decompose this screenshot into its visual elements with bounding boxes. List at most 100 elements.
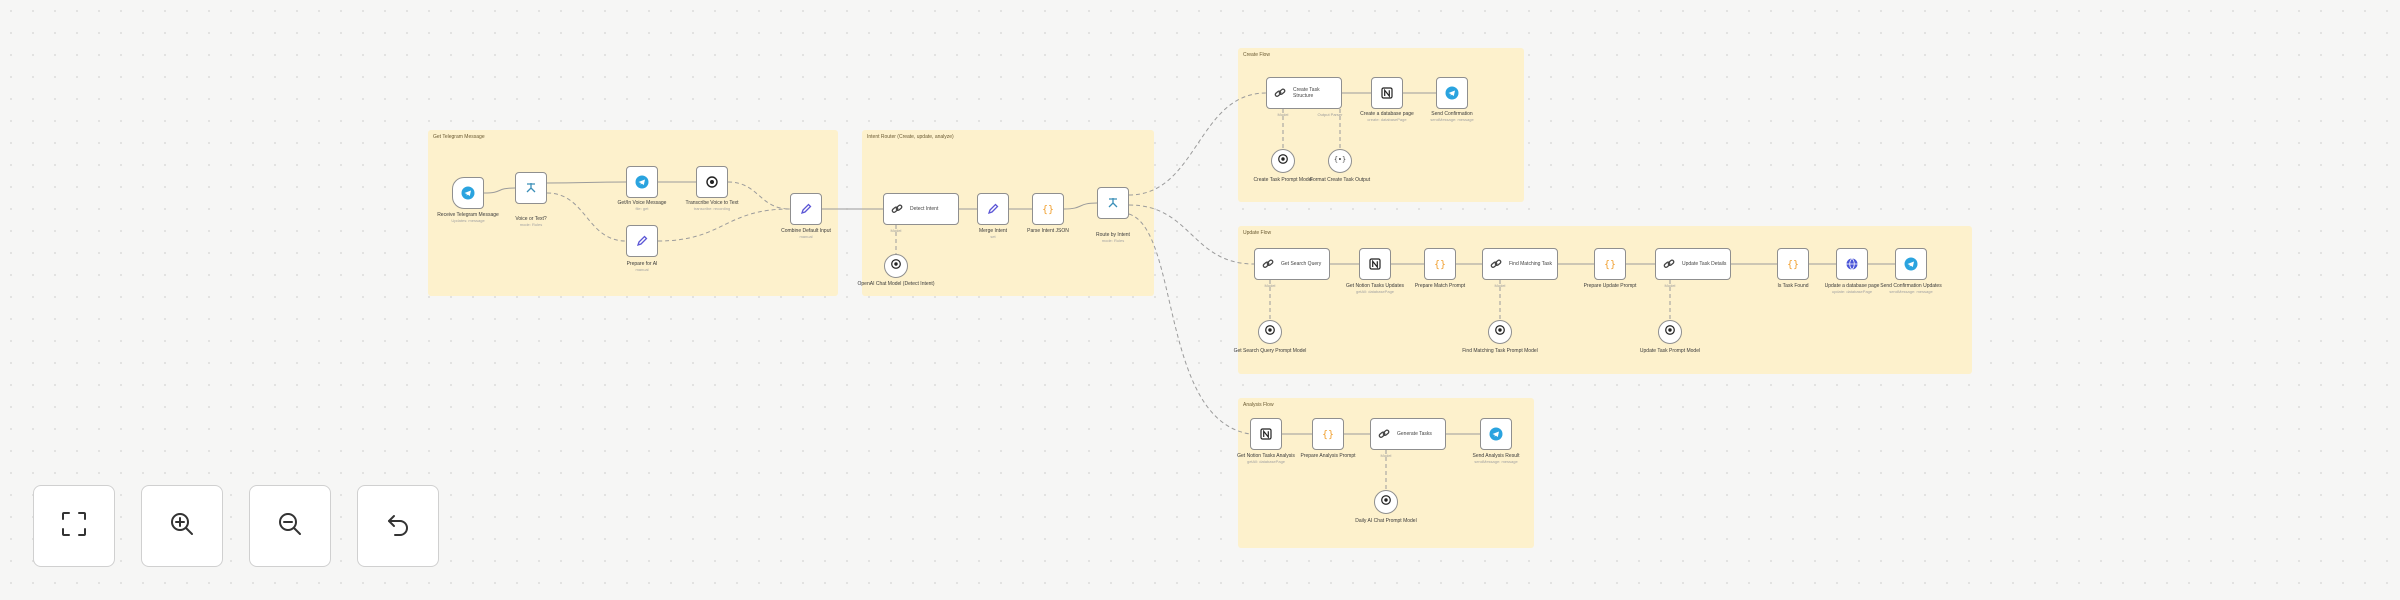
telegram-icon: [1904, 257, 1918, 271]
openai-icon: [1494, 323, 1506, 341]
workflow-node[interactable]: Get Search Query: [1254, 248, 1330, 280]
sub-node[interactable]: [1658, 320, 1682, 344]
workflow-node[interactable]: [1250, 418, 1282, 450]
fit-view-button[interactable]: [33, 485, 115, 567]
workflow-node[interactable]: [1836, 248, 1868, 280]
group-title: Update Flow: [1243, 230, 1272, 236]
node-label: Update Task Prompt Model: [1639, 348, 1701, 354]
notion-icon: [1368, 257, 1382, 271]
workflow-node[interactable]: [515, 172, 547, 204]
svg-text:{}: {}: [1434, 260, 1446, 271]
notion-icon: [1380, 86, 1394, 100]
group-note[interactable]: Create Flow: [1238, 48, 1524, 202]
workflow-node[interactable]: {}: [1594, 248, 1626, 280]
code-icon: {}: [1041, 202, 1055, 216]
reset-zoom-button[interactable]: [357, 485, 439, 567]
workflow-node[interactable]: Detect Intent: [883, 193, 959, 225]
workflow-node[interactable]: [626, 166, 658, 198]
connector-label: Output Parser: [1317, 112, 1343, 117]
code-icon: {}: [1321, 427, 1335, 441]
node-label: Find Matching Task Prompt Model: [1462, 348, 1538, 354]
workflow-node[interactable]: {}: [1424, 248, 1456, 280]
fit-view-icon: [59, 509, 89, 544]
link-icon: [890, 202, 904, 216]
node-label: Prepare Analysis Prompt: [1300, 453, 1356, 459]
sub-node[interactable]: [1271, 149, 1295, 173]
workflow-node[interactable]: Update Task Details: [1655, 248, 1731, 280]
edit-icon: [986, 202, 1000, 216]
workflow-node[interactable]: {}: [1032, 193, 1064, 225]
sub-node[interactable]: [1258, 320, 1282, 344]
link-icon: [1273, 86, 1287, 100]
telegram-icon: [635, 175, 649, 189]
workflow-node[interactable]: [626, 225, 658, 257]
link-icon: [1261, 257, 1275, 271]
zoom-in-button[interactable]: [141, 485, 223, 567]
workflow-node[interactable]: [1480, 418, 1512, 450]
openai-icon: [890, 257, 902, 275]
link-icon: [1662, 257, 1676, 271]
sub-node[interactable]: {•}: [1328, 149, 1352, 173]
workflow-node[interactable]: Generate Tasks: [1370, 418, 1446, 450]
notion-icon: [1259, 427, 1273, 441]
telegram-icon: [1445, 86, 1459, 100]
svg-text:{}: {}: [1322, 430, 1334, 441]
zoom-out-button[interactable]: [249, 485, 331, 567]
code-icon: {}: [1603, 257, 1617, 271]
node-label: Parse Intent JSON: [1027, 228, 1069, 234]
workflow-node[interactable]: [452, 177, 484, 209]
brackets-icon: {•}: [1334, 152, 1346, 170]
switch-icon: [524, 181, 538, 195]
openai-icon: [705, 175, 719, 189]
sub-node[interactable]: [1374, 490, 1398, 514]
telegram-icon: [461, 186, 475, 200]
openai-icon: [1277, 152, 1289, 170]
connector-label: Model: [890, 228, 902, 233]
node-label: Voice or Text?mode: Rules: [515, 216, 547, 227]
workflow-node[interactable]: [1895, 248, 1927, 280]
openai-icon: [1380, 493, 1392, 511]
node-label: OpenAI Chat Model (Detect Intent): [857, 281, 935, 287]
svg-text:{•}: {•}: [1334, 156, 1346, 164]
sub-node[interactable]: [884, 254, 908, 278]
workflow-node[interactable]: Create Task Structure: [1266, 77, 1342, 109]
telegram-icon: [1489, 427, 1503, 441]
group-title: Create Flow: [1243, 52, 1270, 58]
node-label: Is Task Found: [1777, 283, 1809, 289]
connector-label: Model: [1494, 283, 1506, 288]
edit-icon: [799, 202, 813, 216]
workflow-node[interactable]: [1097, 187, 1129, 219]
connector-label: Model: [1380, 453, 1392, 458]
code-icon: {}: [1786, 257, 1800, 271]
connector-label: Model: [1664, 283, 1676, 288]
zoom-out-icon: [275, 509, 305, 544]
workflow-node[interactable]: Find Matching Task: [1482, 248, 1558, 280]
workflow-node[interactable]: [1371, 77, 1403, 109]
edit-icon: [635, 234, 649, 248]
code-icon: {}: [1433, 257, 1447, 271]
globe-icon: [1845, 257, 1859, 271]
node-label: Prepare Update Prompt: [1583, 283, 1637, 289]
svg-text:{}: {}: [1042, 205, 1054, 216]
workflow-node[interactable]: [790, 193, 822, 225]
workflow-node[interactable]: {}: [1777, 248, 1809, 280]
workflow-node[interactable]: {}: [1312, 418, 1344, 450]
workflow-node[interactable]: [1359, 248, 1391, 280]
svg-text:{}: {}: [1787, 260, 1799, 271]
workflow-node[interactable]: [977, 193, 1009, 225]
connector-label: Model: [1277, 112, 1289, 117]
sub-node[interactable]: [1488, 320, 1512, 344]
switch-icon: [1106, 196, 1120, 210]
svg-text:{}: {}: [1604, 260, 1616, 271]
workflow-node[interactable]: [1436, 77, 1468, 109]
workflow-node[interactable]: [696, 166, 728, 198]
